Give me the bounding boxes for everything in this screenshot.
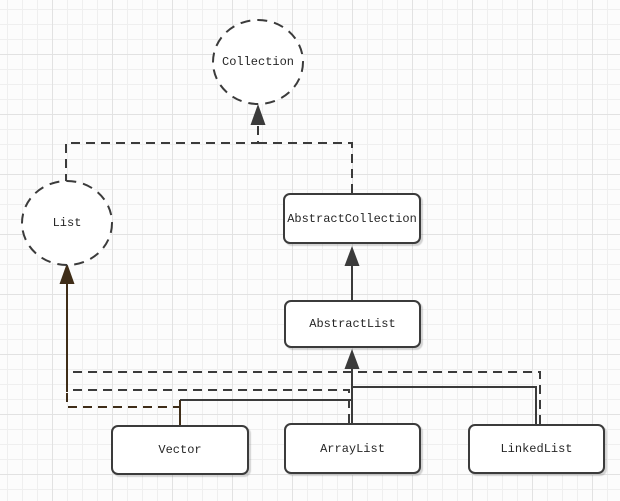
node-vector[interactable]: Vector: [111, 425, 249, 475]
node-arraylist-label: ArrayList: [320, 441, 385, 456]
arrowhead-collection: [250, 104, 266, 125]
edge-vector-list[interactable]: [66, 390, 181, 424]
node-vector-label: Vector: [158, 443, 202, 457]
edge-linkedlist-list[interactable]: [67, 371, 541, 424]
node-list[interactable]: [21, 180, 113, 266]
node-linkedlist[interactable]: LinkedList: [468, 424, 605, 474]
edge-arraylist-list[interactable]: [67, 389, 350, 423]
edge-list-collection[interactable]: [65, 125, 259, 183]
arrowhead-list: [59, 263, 75, 284]
edge-abstractcollection-collection[interactable]: [259, 142, 353, 193]
node-linkedlist-label: LinkedList: [500, 442, 573, 456]
node-list-label: List: [52, 216, 82, 230]
arrowhead-abstractlist: [344, 349, 360, 369]
node-collection-label: Collection: [221, 55, 295, 69]
node-arraylist[interactable]: ArrayList: [284, 423, 421, 474]
node-collection[interactable]: [212, 19, 304, 105]
edge-linkedlist-abstractlist[interactable]: [352, 386, 537, 424]
node-abstractlist[interactable]: AbstractList: [284, 300, 421, 348]
node-abstractcollection-label: AbstractCollection: [287, 211, 417, 226]
arrowhead-abstractcollection: [344, 246, 360, 266]
node-abstractcollection[interactable]: AbstractCollection: [283, 193, 421, 244]
node-abstractlist-label: AbstractList: [309, 317, 396, 331]
